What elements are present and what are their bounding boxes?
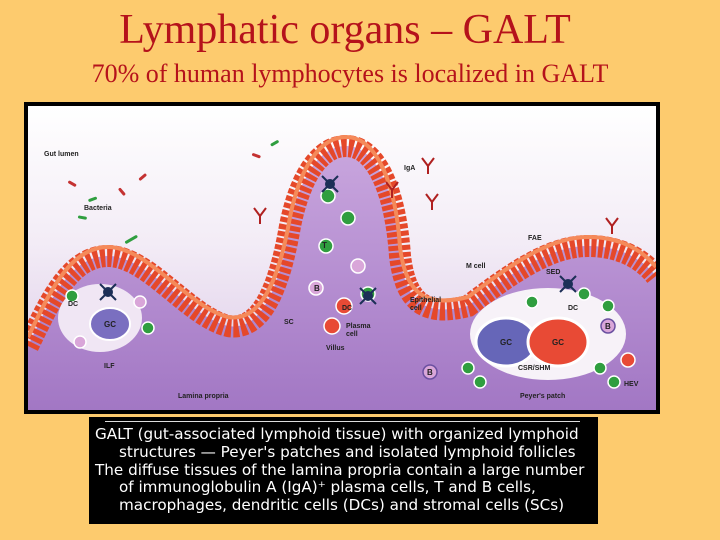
slide-title: Lymphatic organs – GALT xyxy=(119,7,571,53)
dc-label-ilf: DC xyxy=(68,301,78,308)
germinal-center-right xyxy=(526,316,590,368)
epithelial-cell-label-1: Epithelial xyxy=(410,297,441,304)
dc-label-villus: DC xyxy=(342,305,352,312)
villus-label: Villus xyxy=(326,345,345,352)
fae-label: FAE xyxy=(528,235,542,242)
peyers-patch-label: Peyer's patch xyxy=(520,393,565,400)
ilf-label: ILF xyxy=(104,363,115,370)
gc-label-right: GC xyxy=(552,338,564,347)
caption-line-1: GALT (gut-associated lymphoid tissue) wi… xyxy=(95,425,579,443)
dendritic-cells xyxy=(99,175,577,305)
caption-line-5: macrophages, dendritic cells (DCs) and s… xyxy=(119,496,565,515)
caption-line-2: structures — Peyer's patches and isolate… xyxy=(119,442,576,461)
hev-label: HEV xyxy=(624,381,639,388)
b-cell-label-pp: B xyxy=(605,322,611,331)
bacteria-label: Bacteria xyxy=(84,205,112,212)
ilf-germinal-center xyxy=(89,307,131,341)
epithelial-cell-label-2: cell xyxy=(410,305,422,312)
caption-divider xyxy=(105,421,580,422)
epithelium-brush-border xyxy=(28,134,656,338)
epithelium-band xyxy=(28,134,656,351)
lamina-propria-label: Lamina propria xyxy=(178,393,229,400)
ilf-gc-label: GC xyxy=(104,320,116,329)
galt-illustration: GC GC GC xyxy=(28,106,656,410)
gut-lumen-label: Gut lumen xyxy=(44,151,79,158)
iga-label: IgA xyxy=(404,165,415,172)
dc-label-pp: DC xyxy=(568,305,578,312)
t-cell-label: T xyxy=(322,241,327,250)
iga-antibodies xyxy=(253,157,619,234)
sed-label: SED xyxy=(546,269,560,276)
slide-subtitle: 70% of human lymphocytes is localized in… xyxy=(91,59,609,88)
m-cell-label: M cell xyxy=(466,263,486,270)
plasma-cell-label-1: Plasma xyxy=(346,323,371,330)
bacteria xyxy=(68,140,279,244)
galt-diagram: GC GC GC xyxy=(24,102,660,414)
sc-label: SC xyxy=(284,319,294,326)
csr-shm-label: CSR/SHM xyxy=(518,365,550,372)
gc-label-left: GC xyxy=(500,338,512,347)
caption-line-4: of immunoglobulin A (IgA)⁺ plasma cells,… xyxy=(119,478,536,497)
b-cell-label-lp: B xyxy=(427,368,433,377)
plasma-cell-label-2: cell xyxy=(346,331,358,338)
caption-box: GALT (gut-associated lymphoid tissue) wi… xyxy=(89,417,598,524)
caption-line-3: The diffuse tissues of the lamina propri… xyxy=(95,460,585,479)
b-cell-label: B xyxy=(314,284,320,293)
